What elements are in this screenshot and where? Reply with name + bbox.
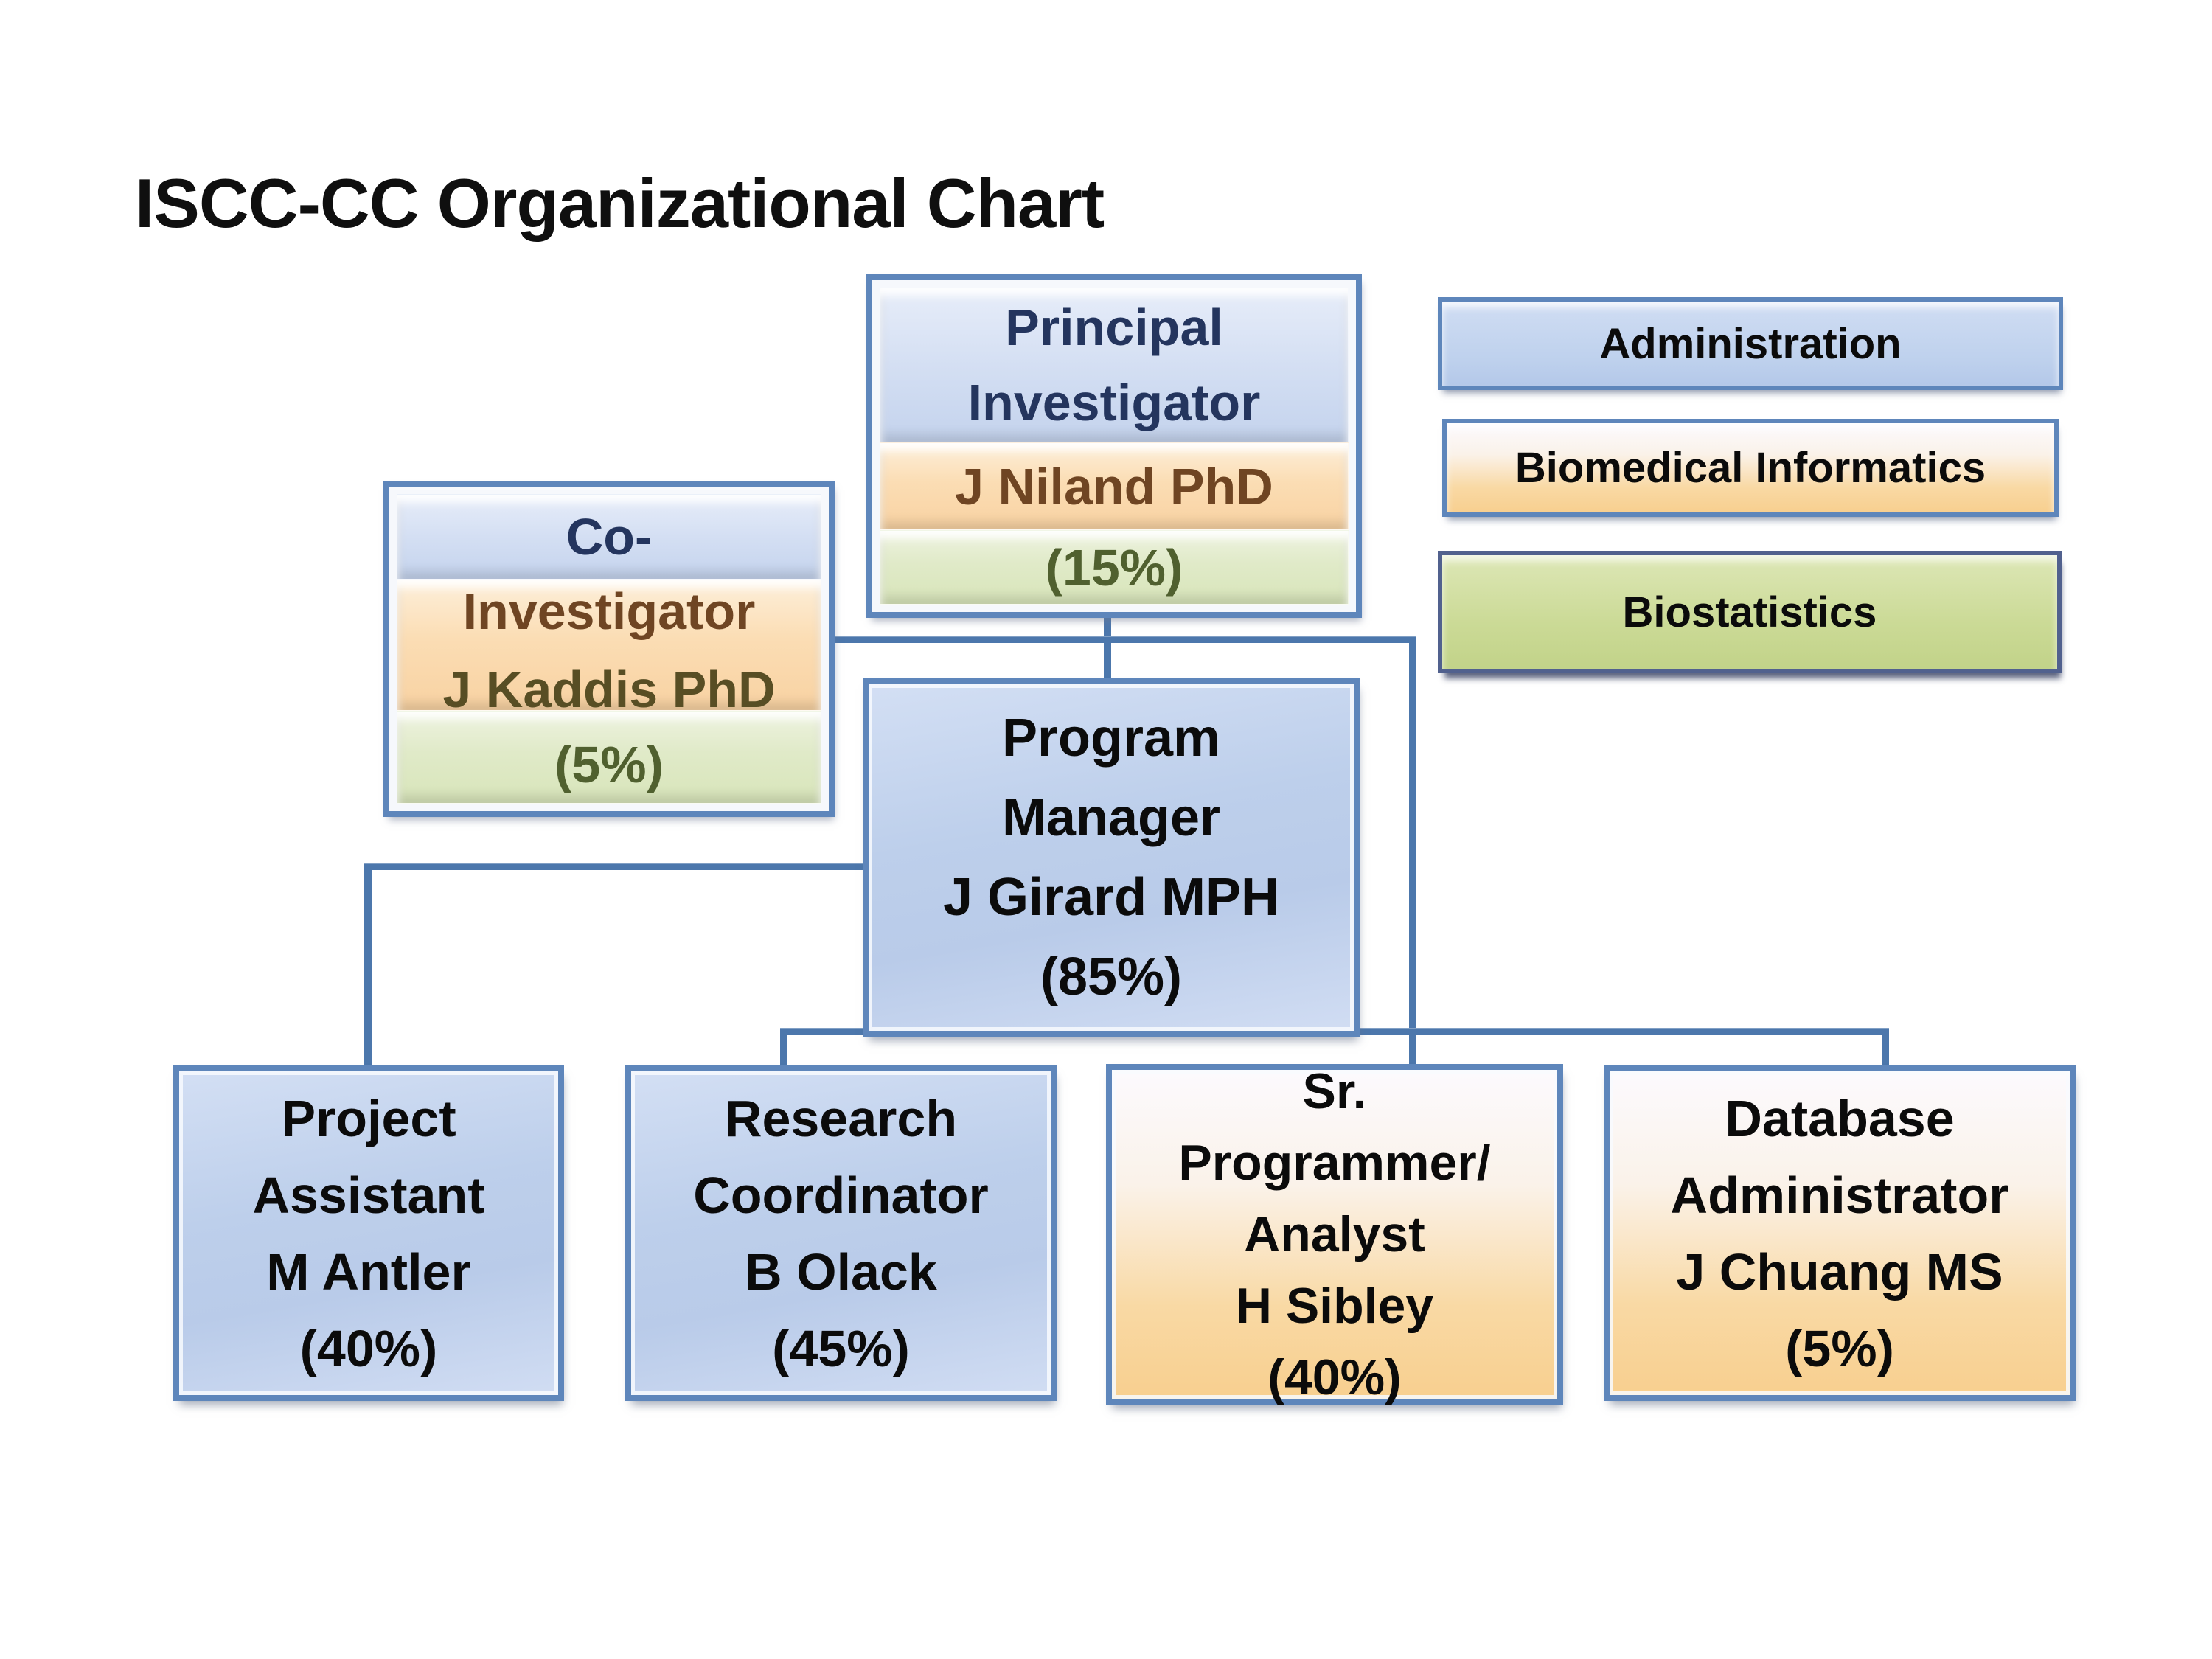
role-line: Research xyxy=(724,1089,958,1147)
connector-coi-horizontal xyxy=(830,636,1416,643)
legend-biostatistics: Biostatistics xyxy=(1438,551,2062,673)
page-title: ISCC-CC Organizational Chart xyxy=(135,164,1105,242)
person-name: J Kaddis PhD xyxy=(442,661,776,718)
role-line: Programmer/ xyxy=(1178,1134,1491,1191)
program-manager-box: Program Manager J Girard MPH (85%) xyxy=(863,678,1360,1037)
principal-investigator-name-section: J Niland PhD xyxy=(880,442,1349,530)
research-coordinator-box: Research Coordinator B Olack (45%) xyxy=(625,1065,1057,1401)
connector-left-horizontal xyxy=(364,863,869,870)
effort-percent: (40%) xyxy=(299,1319,438,1377)
role-line: Investigator xyxy=(967,374,1261,431)
effort-percent: (15%) xyxy=(1045,538,1183,597)
role-line: Analyst xyxy=(1244,1206,1425,1262)
co-investigator-name-section: Investigator J Kaddis PhD xyxy=(397,580,821,718)
connector-right-drop xyxy=(1409,636,1416,1067)
principal-investigator-effort-section: (15%) xyxy=(880,530,1349,605)
role-line: Manager xyxy=(1001,788,1221,847)
role-line: Coordinator xyxy=(693,1166,989,1224)
role-line: Project xyxy=(281,1089,456,1147)
project-assistant-box: Project Assistant M Antler (40%) xyxy=(173,1065,564,1401)
co-investigator-effort-section: (5%) xyxy=(397,711,821,804)
legend-biomedical-informatics-label: Biomedical Informatics xyxy=(1514,444,1986,492)
co-investigator-role-section: Co- xyxy=(397,494,821,580)
legend-administration-label: Administration xyxy=(1599,319,1902,368)
effort-percent: (5%) xyxy=(1785,1319,1894,1377)
principal-investigator-box: Principal Investigator J Niland PhD (15%… xyxy=(866,274,1362,618)
effort-percent: (45%) xyxy=(772,1319,910,1377)
connector-left-drop xyxy=(364,863,372,1067)
person-name: H Sibley xyxy=(1235,1277,1434,1334)
effort-percent: (85%) xyxy=(1040,947,1183,1006)
legend-biomedical-informatics: Biomedical Informatics xyxy=(1442,419,2059,517)
person-name: B Olack xyxy=(745,1242,937,1301)
connector-stub-research-coordinator xyxy=(780,1028,787,1067)
role-line: Investigator xyxy=(462,582,756,640)
role-line: Principal xyxy=(1005,299,1223,356)
database-administrator-box: Database Administrator J Chuang MS (5%) xyxy=(1604,1065,2076,1401)
role-line: Database xyxy=(1725,1089,1955,1147)
effort-percent: (5%) xyxy=(554,736,664,793)
co-investigator-box: Co- Investigator J Kaddis PhD (5%) xyxy=(383,481,835,817)
connector-stub-database-administrator xyxy=(1882,1028,1889,1067)
role-line: Program xyxy=(1001,709,1221,768)
role-line: Assistant xyxy=(252,1166,485,1224)
effort-percent: (40%) xyxy=(1267,1349,1402,1405)
role-line: Administrator xyxy=(1670,1166,2009,1224)
person-name: M Antler xyxy=(266,1242,471,1301)
sr-programmer-analyst-box: Sr. Programmer/ Analyst H Sibley (40%) xyxy=(1106,1063,1563,1405)
principal-investigator-role-section: Principal Investigator xyxy=(880,288,1349,442)
role-line: Sr. xyxy=(1302,1062,1367,1119)
legend-administration: Administration xyxy=(1438,297,2063,390)
person-name: J Niland PhD xyxy=(955,457,1273,515)
person-name: J Girard MPH xyxy=(942,868,1280,927)
role-line: Co- xyxy=(566,508,653,566)
person-name: J Chuang MS xyxy=(1676,1242,2003,1301)
legend-biostatistics-label: Biostatistics xyxy=(1622,588,1877,636)
connector-pi-to-pm xyxy=(1104,616,1111,681)
